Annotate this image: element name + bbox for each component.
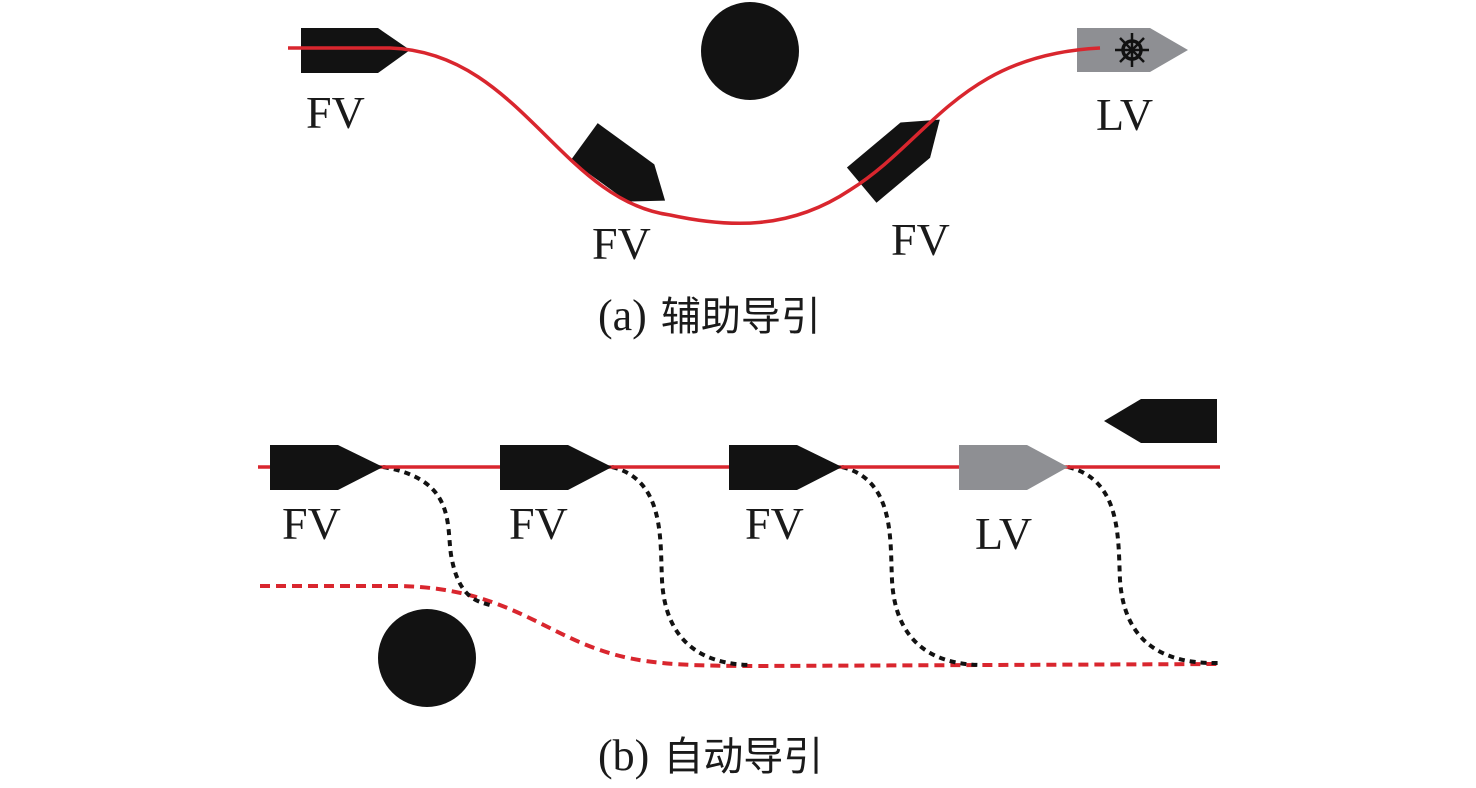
vessel-b-fv-1 (270, 445, 383, 490)
caption-b-text: 自动导引 (663, 734, 823, 780)
vessel-b-oncoming (1104, 399, 1217, 443)
path-b-lane-change-2 (611, 465, 751, 667)
vessel-a-fv-2 (570, 123, 666, 202)
path-b-lane-change-3 (841, 465, 981, 667)
path-a-planned-route (288, 46, 1101, 226)
vessel-a-fv-3 (846, 119, 940, 203)
panel-a-assisted-guidance: FV FV FV LV (a) 辅助导引 (288, 2, 1188, 340)
caption-b-prefix: (b) (598, 731, 649, 780)
vessel-a-fv-1 (301, 28, 410, 73)
vessel-b-fv-2 (500, 445, 612, 490)
obstacle-b (378, 609, 476, 707)
caption-a-text: 辅助导引 (661, 294, 821, 340)
caption-b: (b) 自动导引 (598, 731, 823, 780)
label-b-fv-2: FV (509, 498, 568, 549)
caption-a-prefix: (a) (598, 291, 647, 340)
ship-wheel-icon (1115, 33, 1149, 67)
path-b-avoidance-route (260, 584, 1219, 669)
path-b-lane-change-1 (382, 465, 491, 607)
label-a-fv-2: FV (592, 218, 651, 269)
panel-b-automatic-guidance: FV FV FV LV (b) 自动导引 (258, 399, 1220, 780)
label-b-fv-1: FV (282, 498, 341, 549)
obstacle-a (701, 2, 799, 100)
path-b-lane-change-4 (1067, 465, 1219, 666)
label-a-fv-3: FV (891, 214, 950, 265)
label-a-lv: LV (1096, 89, 1153, 140)
vessel-b-lv (959, 445, 1068, 490)
vessel-b-fv-3 (729, 445, 842, 490)
label-a-fv-1: FV (306, 87, 365, 138)
label-b-fv-3: FV (745, 498, 804, 549)
label-b-lv: LV (975, 508, 1032, 559)
caption-a: (a) 辅助导引 (598, 291, 821, 340)
